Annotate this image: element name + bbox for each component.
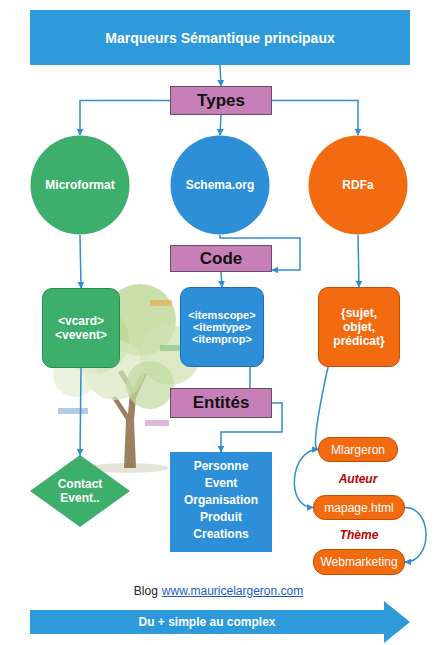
node-content: {sujet, objet, prédicat} [319, 288, 399, 366]
node-text: Microformat [45, 178, 114, 192]
node-text: mapage.html [324, 501, 393, 515]
node-text: RDFa [342, 178, 373, 192]
node-text: Code [200, 249, 243, 269]
connector-arrow [80, 235, 81, 288]
triple-pill: Mlargeron [318, 437, 398, 462]
type-circle: Schema.org [170, 135, 270, 235]
node-text: {sujet, objet, prédicat} [333, 306, 384, 348]
node-text: <itemscope> <itemtype> <itemprop> [188, 309, 255, 345]
relation-label: Auteur [339, 472, 378, 486]
node-content: Types [171, 87, 271, 114]
footer-label: Blog [134, 584, 158, 598]
node-text: Personne Event Organisation Produit Crea… [184, 458, 258, 543]
band-fill [30, 601, 410, 643]
code-box: <vcard> <vevent> [42, 288, 120, 368]
title-box: Marqueurs Sémantique principaux [30, 10, 410, 65]
node-content: Webmarketing [314, 550, 404, 574]
connector-arrow [272, 101, 358, 136]
node-content: Entités [171, 389, 271, 417]
type-circle: RDFa [308, 135, 408, 235]
section-box: Code [170, 245, 272, 272]
node-text: Types [197, 91, 245, 111]
diamond-fill [30, 455, 130, 527]
node-content: mapage.html [314, 496, 404, 519]
circle-fill [309, 136, 408, 235]
node-content: Personne Event Organisation Produit Crea… [170, 452, 272, 552]
node-content: Contact Event.. [30, 455, 130, 527]
node-content: RDFa [308, 135, 408, 235]
node-text: <vcard> <vevent> [55, 314, 107, 342]
node-text: Mlargeron [331, 443, 385, 457]
connector-arrow [80, 368, 81, 455]
direction-arrow: Du + simple au complex [30, 601, 410, 643]
connector-arrow [221, 272, 222, 287]
circle-fill [171, 136, 270, 235]
code-box: <itemscope> <itemtype> <itemprop> [180, 287, 264, 367]
node-content: Mlargeron [319, 438, 397, 461]
connector-arrow [249, 367, 251, 388]
connector-arrow [294, 450, 318, 508]
code-box: {sujet, objet, prédicat} [318, 287, 400, 367]
entity-box: Personne Event Organisation Produit Crea… [170, 452, 272, 552]
type-circle: Microformat [30, 135, 130, 235]
footer-line: Blog www.mauricelargeron.com [0, 584, 437, 598]
connector-arrow [358, 235, 359, 287]
connector-arrow [220, 235, 300, 270]
triple-pill: mapage.html [313, 495, 405, 520]
node-text: Du + simple au complex [138, 615, 275, 629]
relation-label: Thème [340, 528, 379, 542]
connector-arrow [220, 115, 221, 135]
connector-arrow [221, 403, 282, 452]
node-content: Du + simple au complex [30, 601, 410, 643]
node-text: Entités [193, 393, 250, 413]
node-content: Schema.org [170, 135, 270, 235]
node-content: <itemscope> <itemtype> <itemprop> [181, 288, 263, 366]
node-text: Marqueurs Sémantique principaux [105, 30, 335, 46]
section-box: Entités [170, 388, 272, 418]
connector-arrow [405, 508, 426, 563]
connector-arrow [80, 101, 170, 136]
node-content: Microformat [30, 135, 130, 235]
entity-diamond: Contact Event.. [30, 455, 130, 527]
node-content: Marqueurs Sémantique principaux [30, 10, 410, 65]
circle-fill [31, 136, 130, 235]
node-text: Webmarketing [320, 555, 397, 569]
connector-arrow [316, 367, 328, 450]
node-content: <vcard> <vevent> [43, 289, 119, 367]
node-text: Contact Event.. [58, 477, 103, 505]
connector-arrow [220, 65, 221, 86]
section-box: Types [170, 86, 272, 115]
blog-link: www.mauricelargeron.com [162, 584, 303, 598]
triple-pill: Webmarketing [313, 549, 405, 575]
node-content: Code [171, 246, 271, 271]
node-text: Schema.org [186, 178, 255, 192]
